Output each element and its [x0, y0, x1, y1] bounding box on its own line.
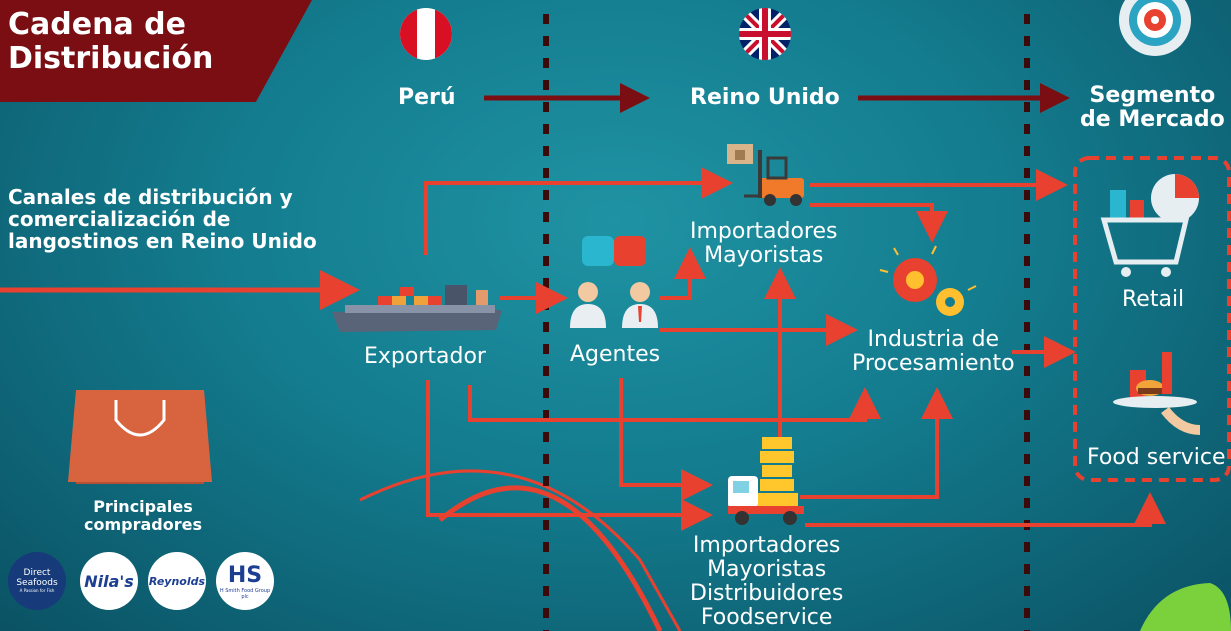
- logo-text: HS: [227, 562, 263, 588]
- channels-line: langostinos en Reino Unido: [8, 229, 317, 253]
- node-food-service: Food service: [1087, 445, 1226, 470]
- node-importadores-distribuidores: Importadores Mayoristas Distribuidores F…: [690, 534, 843, 630]
- country-peru: Perú: [398, 85, 456, 110]
- logo-reynolds: Reynolds: [148, 552, 206, 610]
- node-line: Mayoristas: [704, 243, 824, 268]
- decorative-arc: [438, 485, 663, 631]
- page-title: Cadena de Distribución: [8, 8, 213, 76]
- segment-label: Segmento de Mercado: [1080, 84, 1225, 132]
- market-segment-box: [1073, 156, 1231, 482]
- leaf-decoration: [1140, 583, 1231, 631]
- title-banner: [0, 0, 312, 102]
- logo-nilas: Nila's: [80, 552, 138, 610]
- shopping-bag-icon: [68, 390, 212, 484]
- segment-line-1: Segmento: [1089, 83, 1216, 108]
- title-line-2: Distribución: [8, 41, 214, 76]
- node-line: Procesamiento: [852, 351, 1015, 376]
- channels-line: Canales de distribución y: [8, 185, 293, 209]
- peru-flag-icon: [400, 8, 452, 60]
- channels-line: comercialización de: [8, 207, 231, 231]
- decorative-arc: [359, 469, 682, 631]
- logo-text: Direct Seafoods: [16, 568, 58, 588]
- agents-icon: [570, 236, 658, 328]
- flow-truck-foodservice: [805, 492, 1166, 527]
- node-importadores-mayoristas: Importadores Mayoristas: [690, 220, 837, 268]
- node-line: Importadores: [692, 533, 841, 558]
- uk-flag-icon: [739, 8, 791, 60]
- flow-exportador-industria: [468, 385, 881, 422]
- ship-icon: [332, 285, 502, 332]
- delivery-truck-icon: [728, 437, 804, 525]
- forklift-icon: [727, 144, 804, 206]
- buyers-label-line: Principales: [93, 497, 193, 516]
- flow-forklift-industria: [810, 203, 948, 243]
- logo-direct-seafoods: Direct Seafoods A Passion for Fish: [8, 552, 66, 610]
- shopping-cart-icon: [1100, 174, 1199, 277]
- node-exportador: Exportador: [364, 344, 486, 369]
- gears-icon: [879, 245, 977, 316]
- food-tray-icon: [1113, 352, 1201, 435]
- target-icon: [1119, 0, 1191, 56]
- channels-text: Canales de distribución y comercializaci…: [8, 186, 317, 252]
- flow-exportador-importadores: [424, 167, 733, 255]
- logo-hs: HS H Smith Food Group plc: [216, 552, 274, 610]
- node-line: Foodservice: [700, 605, 833, 630]
- country-uk: Reino Unido: [690, 85, 840, 110]
- logo-subtext: A Passion for Fish: [19, 588, 55, 593]
- node-line: Distribuidores: [690, 581, 844, 606]
- node-retail: Retail: [1122, 287, 1185, 312]
- flow-truck-industria: [800, 387, 953, 499]
- flow-exportador-truck: [426, 380, 713, 531]
- flow-agentes-importadores: [660, 247, 706, 300]
- title-line-1: Cadena de: [8, 7, 186, 42]
- node-line: Importadores: [690, 219, 838, 244]
- node-agentes: Agentes: [570, 342, 661, 367]
- node-industria: Industria de Procesamiento: [852, 328, 1015, 376]
- node-line: Mayoristas: [707, 557, 827, 582]
- logo-subtext: H Smith Food Group plc: [219, 587, 271, 600]
- node-line: Industria de: [867, 327, 1000, 352]
- buyers-label-line: compradores: [84, 515, 202, 534]
- flow-agentes-truck: [619, 378, 713, 501]
- segment-line-2: de Mercado: [1080, 107, 1225, 132]
- buyers-label: Principales compradores: [84, 498, 202, 534]
